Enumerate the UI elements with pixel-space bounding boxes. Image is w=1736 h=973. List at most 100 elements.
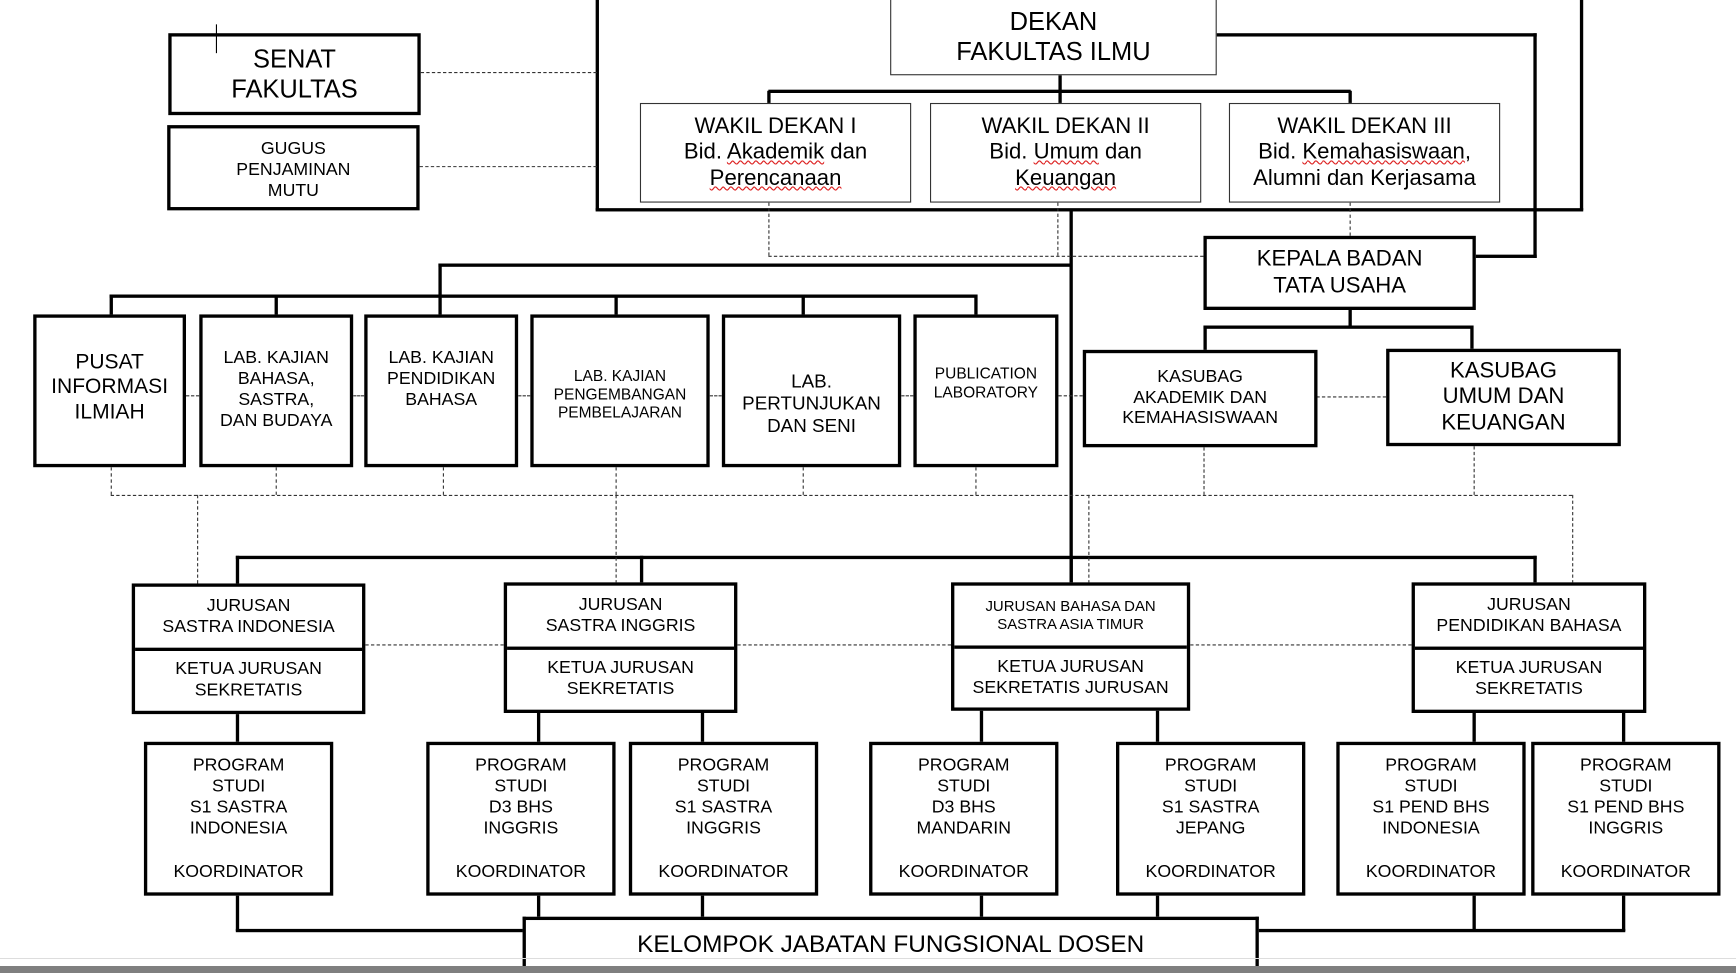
connector-line xyxy=(979,893,983,932)
kasubag-line: UMUM DAN xyxy=(1442,384,1565,409)
ketua-line: SEKRETATIS JURUSAN xyxy=(972,678,1169,697)
connector-line xyxy=(235,893,239,932)
kelompok-label: KELOMPOK JABATAN FUNGSIONAL DOSEN xyxy=(637,929,1145,958)
kelompok-dosen-box: KELOMPOK JABATAN FUNGSIONAL DOSEN xyxy=(522,916,1259,973)
dashed-line xyxy=(1349,202,1351,236)
text: , xyxy=(1464,139,1472,165)
connector-line xyxy=(1471,711,1476,743)
connector-line xyxy=(235,712,239,743)
kasubag-line: AKADEMIK DAN xyxy=(1133,388,1268,407)
prodi-line: S1 PEND BHS xyxy=(1372,797,1490,817)
prodi-line: PROGRAM xyxy=(475,756,567,775)
connector-line xyxy=(700,893,704,932)
ketua-line: KETUA JURUSAN xyxy=(1455,658,1603,678)
connector-line xyxy=(1621,711,1625,743)
lab-line: PENDIDIKAN xyxy=(387,369,496,389)
ketua-line: SEKRETATIS xyxy=(194,680,303,700)
wakil-title: WAKIL DEKAN II xyxy=(981,113,1150,138)
koordinator-label: KOORDINATOR xyxy=(898,861,1029,881)
lab-line: PUSAT xyxy=(75,350,144,375)
connector-line xyxy=(613,294,618,316)
dashed-line xyxy=(737,644,952,646)
connector-line xyxy=(1471,893,1476,932)
connector-line xyxy=(1469,325,1474,350)
dashed-line xyxy=(110,494,1573,496)
jurusan-line: JURUSAN BAHASA DAN xyxy=(985,597,1156,615)
prodi-line: PROGRAM xyxy=(1385,756,1477,775)
lab-line: BAHASA xyxy=(405,390,478,410)
text-cursor xyxy=(215,24,217,54)
lab-line: PEMBELAJARAN xyxy=(557,403,683,421)
connector-line xyxy=(700,711,704,743)
connector-line xyxy=(1155,893,1159,932)
connector-line xyxy=(595,0,599,211)
connector-line xyxy=(1532,555,1537,584)
jurusan-line: JURUSAN xyxy=(206,596,291,616)
lab-line: LAB. KAJIAN xyxy=(573,366,667,385)
jurusan-line: SASTRA INDONESIA xyxy=(162,617,335,637)
lab-line: SASTRA, xyxy=(238,390,315,410)
divider xyxy=(0,958,1736,959)
jurusan-line: JURUSAN xyxy=(1487,595,1571,615)
prodi-line: INDONESIA xyxy=(1382,818,1480,838)
connector-line xyxy=(536,893,540,932)
prodi-line: STUDI xyxy=(1184,777,1238,796)
lab-line: LAB. xyxy=(791,370,832,392)
ketua-line: SEKRETATIS xyxy=(566,679,675,699)
connector-line xyxy=(274,294,278,316)
wakil-title: WAKIL DEKAN III xyxy=(1277,113,1452,138)
connector-line xyxy=(979,709,983,743)
prodi-line: S1 SASTRA xyxy=(674,797,773,817)
dashed-line xyxy=(442,467,444,495)
connector-line xyxy=(801,294,805,316)
ketua-line: KETUA JURUSAN xyxy=(175,659,322,679)
dashed-line xyxy=(1057,202,1059,256)
dashed-line xyxy=(1572,494,1574,584)
dashed-line xyxy=(615,467,617,495)
gugus-box: GUGUS PENJAMINAN MUTU xyxy=(167,125,420,211)
koordinator-label: KOORDINATOR xyxy=(658,861,789,881)
dashed-line xyxy=(419,166,597,168)
wakil-field2: Alumni dan Kerjasama xyxy=(1253,165,1476,191)
dashed-line xyxy=(768,255,1204,257)
prodi-line: PROGRAM xyxy=(917,756,1010,775)
prodi-line: PROGRAM xyxy=(1164,756,1257,775)
dashed-line xyxy=(185,395,200,397)
dekan-box: DEKAN FAKULTAS ILMU xyxy=(890,0,1217,76)
text: dan xyxy=(1098,139,1142,165)
lab-line: ILMIAH xyxy=(74,400,145,424)
prodi-line: STUDI xyxy=(696,777,751,796)
connector-line xyxy=(1155,709,1159,743)
kepala-tata-usaha-box: KEPALA BADAN TATA USAHA xyxy=(1203,235,1476,310)
prodi-line: S1 SASTRA xyxy=(1161,797,1260,817)
text: Bid. xyxy=(989,139,1034,165)
dashed-line xyxy=(353,395,365,397)
kepala-line2: TATA USAHA xyxy=(1273,272,1407,298)
prodi-line: STUDI xyxy=(1404,777,1458,796)
prodi-line: INGGRIS xyxy=(1588,818,1664,838)
prodi-line: PROGRAM xyxy=(1580,756,1672,775)
ketua-line: KETUA JURUSAN xyxy=(997,657,1144,677)
prodi-line: S1 SASTRA xyxy=(189,797,288,817)
gugus-line3: MUTU xyxy=(267,181,319,201)
connector-line xyxy=(1347,90,1352,103)
lab-line: PENGEMBANGAN xyxy=(553,384,687,403)
prodi-line: JEPANG xyxy=(1175,818,1246,838)
kasubag-line: KEMAHASISWAAN xyxy=(1122,409,1279,428)
lab-line: DAN BUDAYA xyxy=(219,411,333,431)
lab-line: BAHASA, xyxy=(237,369,315,389)
prodi-line: PROGRAM xyxy=(677,756,770,775)
